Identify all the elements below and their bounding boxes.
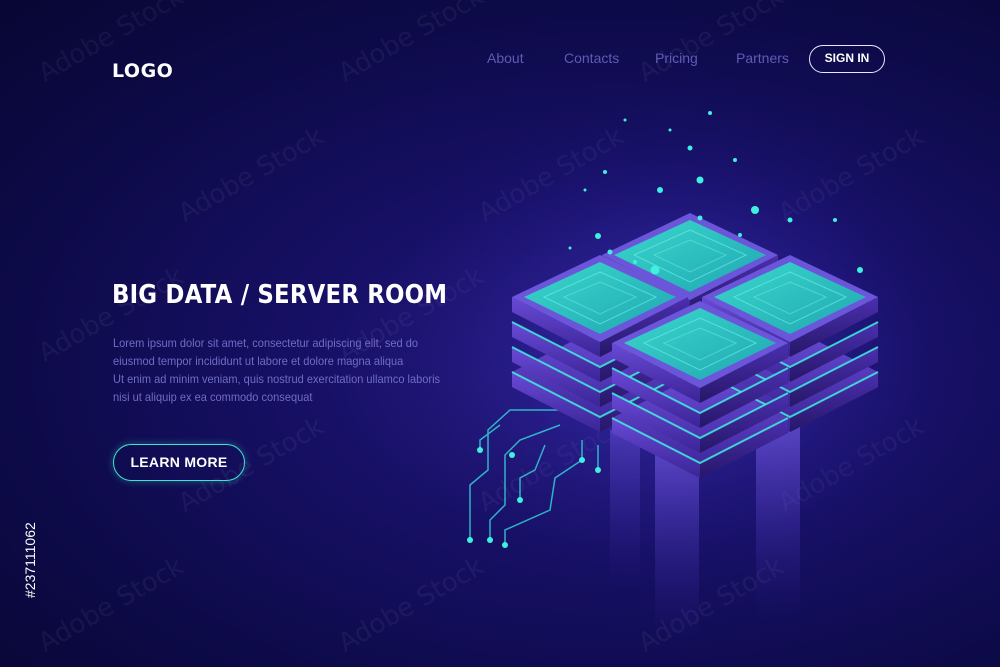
nav-link-contacts[interactable]: Contacts xyxy=(564,50,620,66)
sign-in-button[interactable]: SIGN IN xyxy=(809,45,885,73)
learn-more-button[interactable]: LEARN MORE xyxy=(113,444,245,481)
circuit-lines-icon xyxy=(469,409,599,545)
description-line: Lorem ipsum dolor sit amet, consectetur … xyxy=(113,336,418,350)
stock-id: #237111062 xyxy=(22,522,38,598)
nav-link-about[interactable]: About xyxy=(487,50,524,66)
page-title: BIG DATA / SERVER ROOM xyxy=(112,280,448,310)
description-line: Ut enim ad minim veniam, quis nostrud ex… xyxy=(113,372,441,386)
logo[interactable]: LOGO xyxy=(112,60,174,82)
hero-description: Lorem ipsum dolor sit amet, consectetur … xyxy=(113,334,441,406)
nav-link-partners[interactable]: Partners xyxy=(736,50,789,66)
description-line: eiusmod tempor incididunt ut labore et d… xyxy=(113,354,404,368)
nav-link-pricing[interactable]: Pricing xyxy=(655,50,698,66)
description-line: nisi ut aliquip ex ea commodo consequat xyxy=(113,390,313,404)
